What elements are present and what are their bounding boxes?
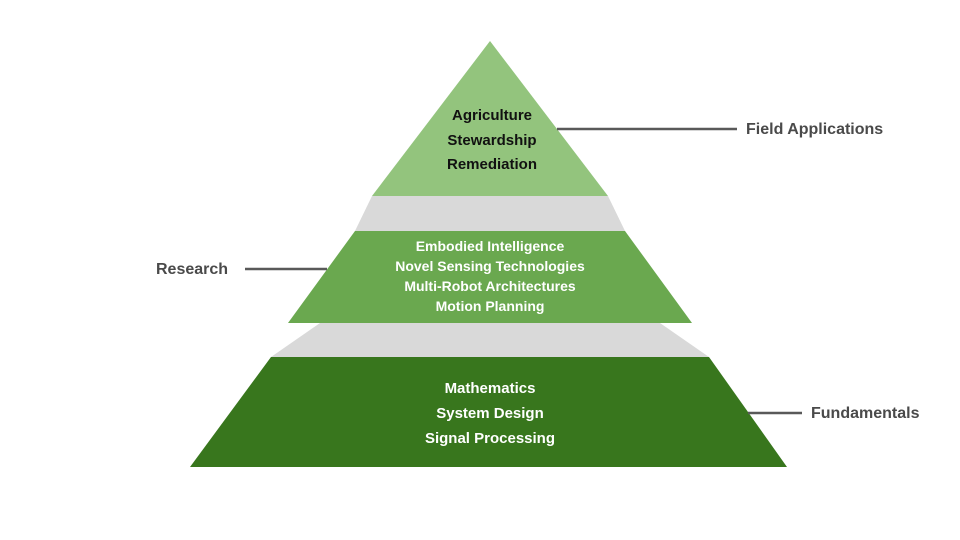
tier-item: Stewardship	[447, 131, 537, 149]
tier-item: Mathematics	[444, 380, 536, 397]
tier-middle-trapezoid	[288, 231, 692, 323]
tier-bottom-items: Mathematics System Design Signal Process…	[340, 376, 640, 451]
tier-item: System Design	[436, 405, 544, 422]
tier-top-triangle	[372, 41, 608, 196]
tier-middle-items: Embodied Intelligence Novel Sensing Tech…	[340, 236, 640, 316]
tier-bottom-trapezoid	[190, 357, 787, 467]
label-field-applications: Field Applications	[746, 121, 884, 138]
tier-item: Novel Sensing Technologies	[395, 258, 585, 274]
label-fundamentals: Fundamentals	[811, 405, 920, 422]
tier-item: Remediation	[446, 156, 537, 173]
label-research: Research	[156, 261, 229, 278]
tier-item: Agriculture	[451, 107, 532, 124]
tier-top-items: Agriculture Stewardship Remediation	[392, 104, 592, 178]
tier-item: Signal Processing	[424, 430, 556, 447]
tier-item: Motion Planning	[435, 298, 545, 314]
tier-item: Multi-Robot Architectures	[404, 278, 576, 294]
connector-top-middle	[355, 196, 625, 231]
connector-middle-bottom	[271, 323, 709, 357]
tier-item: Embodied Intelligence	[415, 238, 565, 254]
